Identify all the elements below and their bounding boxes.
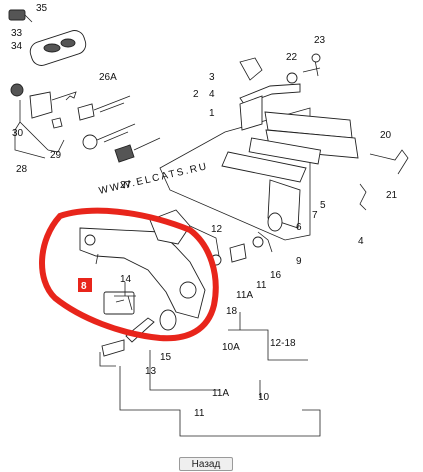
label-9: 9 [296, 256, 302, 267]
label-11: 11 [256, 280, 267, 291]
label-33: 33 [11, 28, 23, 39]
outer-handle-highlight [39, 207, 264, 357]
label-26a: 26A [99, 72, 117, 83]
label-6: 6 [296, 222, 302, 233]
label-5: 5 [320, 200, 326, 211]
label-34: 34 [11, 41, 23, 52]
label-23: 23 [314, 35, 326, 46]
label-18: 18 [226, 306, 238, 317]
label-10: 10 [258, 392, 270, 403]
label-4b: 4 [358, 236, 364, 247]
label-20: 20 [380, 130, 392, 141]
label-11-b: 11 [194, 408, 205, 419]
callout-lines [99, 282, 321, 437]
label-22: 22 [286, 52, 298, 63]
part-labels: 35 33 34 26A 30 29 28 27 22 23 3 2 4 1 2… [11, 3, 398, 419]
label-4: 4 [209, 89, 215, 100]
handle-mechanism [159, 53, 409, 253]
label-2: 2 [193, 89, 199, 100]
label-14: 14 [120, 274, 132, 285]
highlight-label: 8 [81, 281, 87, 292]
label-11a: 11A [236, 290, 253, 301]
label-15: 15 [160, 352, 172, 363]
label-29: 29 [50, 150, 62, 161]
label-3: 3 [209, 72, 215, 83]
watermark: WWW.ELCATS.RU [98, 161, 210, 197]
label-28: 28 [16, 164, 28, 175]
keys-group [10, 83, 161, 163]
label-30: 30 [12, 128, 24, 139]
label-21: 21 [386, 190, 398, 201]
label-12-18: 12-18 [270, 338, 296, 349]
label-11a-b: 11A [212, 388, 229, 399]
highlight-badge [78, 278, 92, 292]
label-10a: 10A [222, 342, 240, 353]
label-13: 13 [145, 366, 157, 377]
label-1: 1 [209, 108, 215, 119]
label-27: 27 [120, 180, 132, 191]
label-16: 16 [270, 270, 282, 281]
label-35: 35 [36, 3, 48, 14]
label-7: 7 [312, 210, 318, 221]
remote-key-fob [8, 9, 87, 66]
parts-diagram: WWW.ELCATS.RU [8, 3, 409, 437]
label-12: 12 [211, 224, 223, 235]
back-button[interactable]: Назад [179, 457, 233, 471]
